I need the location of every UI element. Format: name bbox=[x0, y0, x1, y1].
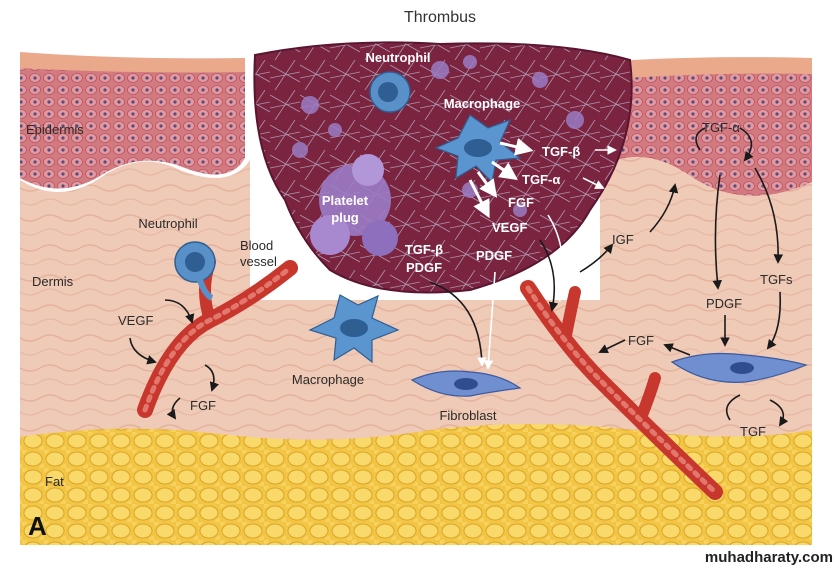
label-right-igf: IGF bbox=[612, 232, 634, 247]
epidermis-left bbox=[20, 65, 245, 189]
label-clot-tgf-beta-2: TGF-β bbox=[405, 242, 443, 257]
arrow-macrophage-fgf bbox=[476, 171, 498, 198]
label-left-neutrophil: Neutrophil bbox=[138, 216, 197, 231]
arrow-tgf-loop bbox=[725, 394, 784, 425]
clot-neutrophil-cell bbox=[369, 71, 411, 113]
label-clot-tgf-alpha: TGF-α bbox=[522, 172, 560, 187]
arrow-macrophage-vegf bbox=[468, 179, 490, 219]
label-blood-vessel-line2: vessel bbox=[240, 254, 277, 269]
signaling-arrows bbox=[129, 127, 784, 425]
fat-layer bbox=[20, 421, 812, 545]
arrow-fgf-to-fgf-label bbox=[663, 343, 691, 356]
label-dermis-macrophage: Macrophage bbox=[292, 372, 364, 387]
arrow-macrophage-tgfb bbox=[499, 137, 534, 156]
arrow-tgf-alpha-out bbox=[582, 177, 605, 189]
label-platelet-plug-line2: plug bbox=[331, 210, 358, 225]
arrow-vegf-to-vessel bbox=[539, 239, 559, 312]
right-fibroblast-cell bbox=[670, 352, 808, 383]
label-epidermis: Epidermis bbox=[26, 122, 84, 137]
watermark: muhadharaty.com bbox=[705, 549, 833, 566]
right-blood-vessel bbox=[520, 280, 723, 500]
dermis-layer bbox=[20, 154, 812, 440]
arrow-to-tgfs bbox=[754, 167, 784, 264]
label-fibroblast: Fibroblast bbox=[439, 408, 496, 423]
label-clot-macrophage: Macrophage bbox=[444, 96, 521, 111]
arrow-tgfa-loop bbox=[695, 127, 751, 160]
arrow-macrophage-tgfa bbox=[491, 160, 518, 181]
label-clot-tgf-beta: TGF-β bbox=[542, 144, 580, 159]
label-fat: Fat bbox=[45, 474, 64, 489]
label-right-tgf-alpha: TGF-α bbox=[702, 120, 740, 135]
panel-letter: A bbox=[28, 511, 47, 541]
arrow-fgf-left-a bbox=[204, 364, 219, 392]
arrow-tgfs-to-fibroblast-right bbox=[766, 291, 782, 350]
stratum-corneum-left bbox=[20, 52, 245, 73]
arrow-fgf-left-b bbox=[166, 397, 181, 420]
label-right-tgf: TGF bbox=[740, 424, 766, 439]
stratum-corneum-right bbox=[600, 57, 812, 80]
arrow-tgfb-to-fibroblast bbox=[429, 281, 487, 367]
label-left-vegf: VEGF bbox=[118, 313, 153, 328]
arrow-igf bbox=[579, 243, 614, 273]
label-clot-fgf: FGF bbox=[508, 195, 534, 210]
arrow-igf-up bbox=[649, 183, 679, 233]
label-clot-pdgf-1: PDGF bbox=[406, 260, 442, 275]
label-left-fgf: FGF bbox=[190, 398, 216, 413]
label-right-fgf: FGF bbox=[628, 333, 654, 348]
tissue-block bbox=[20, 52, 812, 545]
label-dermis: Dermis bbox=[32, 274, 74, 289]
arrow-vegf-left-b bbox=[129, 337, 157, 365]
label-right-pdgf: PDGF bbox=[706, 296, 742, 311]
platelet-plug bbox=[310, 154, 398, 256]
diagram-title: Thrombus bbox=[404, 9, 476, 26]
label-clot-neutrophil: Neutrophil bbox=[366, 50, 431, 65]
label-right-tgfs: TGFs bbox=[760, 272, 793, 287]
label-blood-vessel-line1: Blood bbox=[240, 238, 273, 253]
dermis-neutrophil-cell bbox=[174, 241, 216, 301]
label-clot-pdgf-2: PDGF bbox=[476, 248, 512, 263]
epidermis-right bbox=[600, 71, 812, 196]
arrow-pdgf-to-fibroblast bbox=[483, 271, 496, 370]
arrow-vegf-left-a bbox=[164, 299, 195, 324]
label-platelet-plug-line1: Platelet bbox=[322, 193, 369, 208]
arrow-fgf-to-vessel bbox=[547, 214, 567, 302]
arrow-to-pdgf bbox=[712, 174, 722, 290]
arrow-fgf-right bbox=[598, 339, 626, 354]
label-clot-vegf: VEGF bbox=[492, 220, 527, 235]
dermis-macrophage-cell bbox=[308, 294, 400, 364]
center-fibroblast-cell bbox=[410, 370, 522, 397]
platelets-scattered bbox=[292, 55, 584, 217]
